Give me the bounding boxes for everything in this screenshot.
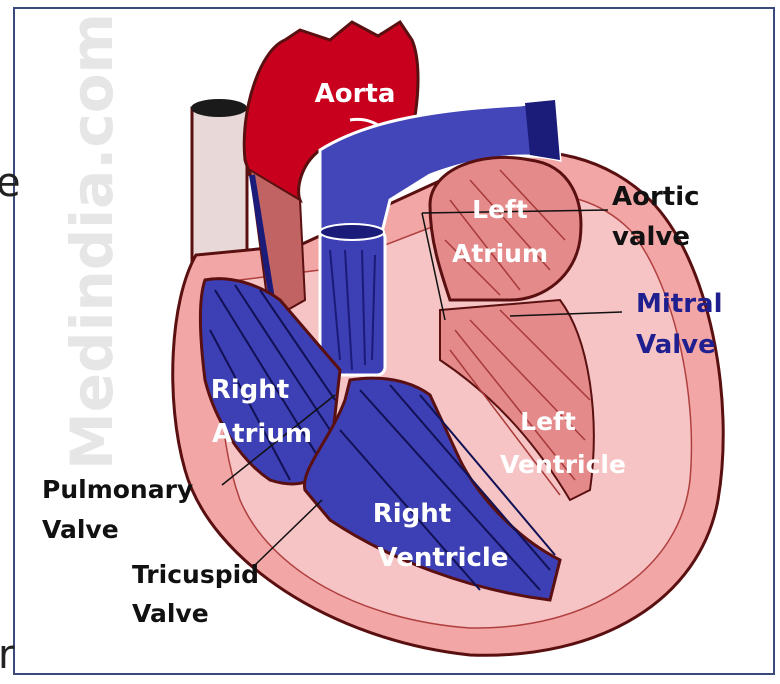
clipped-text-top: e bbox=[0, 160, 21, 206]
svg-text:Tricuspid: Tricuspid bbox=[132, 560, 259, 589]
svg-text:Aorta: Aorta bbox=[315, 79, 396, 109]
watermark-text: Medindia.com bbox=[58, 13, 126, 470]
left-atrium-chamber bbox=[430, 157, 581, 300]
svg-text:Aortic: Aortic bbox=[612, 182, 700, 212]
svg-text:Atrium: Atrium bbox=[452, 239, 548, 268]
svg-text:Valve: Valve bbox=[132, 599, 209, 628]
svg-text:Pulmonary: Pulmonary bbox=[42, 475, 193, 504]
svg-text:Atrium: Atrium bbox=[212, 419, 312, 449]
pulmonary-trunk bbox=[320, 224, 385, 375]
label-aorta: Aorta bbox=[315, 79, 396, 109]
svg-text:Right: Right bbox=[373, 499, 451, 529]
svg-text:Valve: Valve bbox=[636, 330, 716, 360]
svg-text:Ventricle: Ventricle bbox=[500, 450, 626, 479]
svg-text:Mitral: Mitral bbox=[636, 289, 723, 319]
svg-text:valve: valve bbox=[612, 222, 690, 252]
svg-text:Ventricle: Ventricle bbox=[378, 543, 509, 573]
svg-text:Valve: Valve bbox=[42, 515, 119, 544]
svg-text:Right: Right bbox=[211, 375, 289, 405]
clipped-text-bottom: r bbox=[0, 632, 14, 678]
svg-text:Left: Left bbox=[520, 407, 576, 436]
svg-text:Left: Left bbox=[472, 195, 528, 224]
